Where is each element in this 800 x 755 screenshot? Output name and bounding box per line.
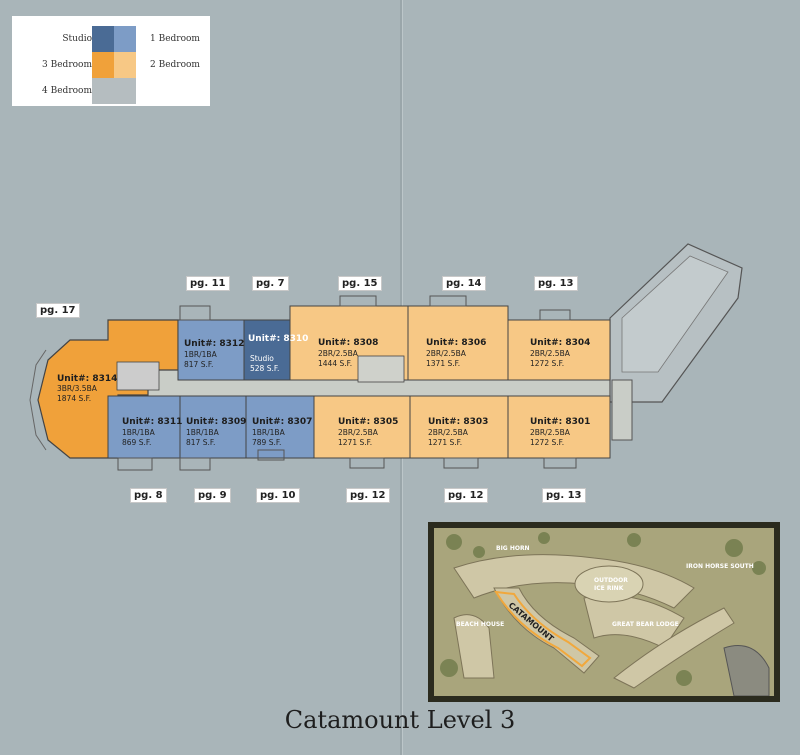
legend-label-4-bedroom: 4 Bedroom (42, 86, 92, 96)
unit-8314-number: Unit#: 8314 (57, 374, 117, 384)
map-label-big-horn: BIG HORN (496, 545, 530, 552)
unit-8312-beds: 1BR/1BA (184, 350, 218, 359)
elevator (357, 355, 405, 383)
unit-8311-number: Unit#: 8311 (122, 417, 182, 427)
legend-swatch-3-bedroom (92, 52, 114, 78)
unit-8304-number: Unit#: 8304 (530, 338, 590, 348)
page-ref-8309[interactable]: pg. 9 (194, 488, 231, 503)
stair-west (116, 361, 160, 391)
legend-label-2-bedroom: 2 Bedroom (150, 60, 200, 70)
stair-east (611, 379, 633, 441)
unit-8301-area: 1272 S.F. (530, 438, 564, 447)
legend-label-3-bedroom: 3 Bedroom (42, 60, 92, 70)
legend-swatch-4-bedroom (92, 78, 136, 104)
unit-8303-area: 1271 S.F. (428, 438, 462, 447)
unit-8309-number: Unit#: 8309 (186, 417, 246, 427)
unit-8311-area: 869 S.F. (122, 438, 151, 447)
unit-8309-beds: 1BR/1BA (186, 428, 220, 437)
unit-8306-beds: 2BR/2.5BA (426, 349, 467, 358)
unit-8306-area: 1371 S.F. (426, 359, 460, 368)
map-label-iron-horse-south: IRON HORSE SOUTH (686, 563, 754, 570)
unit-8314 (37, 319, 179, 459)
unit-8311 (107, 395, 181, 459)
page-ref-8312[interactable]: pg. 11 (186, 276, 230, 291)
unit-8314-area: 1874 S.F. (57, 394, 91, 403)
legend-label-studio: Studio (62, 34, 92, 44)
legend-swatch-2-bedroom (114, 52, 136, 78)
legend-swatch-1-bedroom (114, 26, 136, 52)
page-ref-8301[interactable]: pg. 13 (542, 488, 586, 503)
page-ref-8308[interactable]: pg. 15 (338, 276, 382, 291)
unit-8306-number: Unit#: 8306 (426, 338, 486, 348)
page-ref-8314[interactable]: pg. 17 (36, 303, 80, 318)
unit-8303-beds: 2BR/2.5BA (428, 428, 469, 437)
unit-8305 (313, 395, 411, 459)
map-label-outdoor: OUTDOOR (594, 577, 628, 584)
unit-labels: Unit#: 8314 3BR/3.5BA 1874 S.F. Unit#: 8… (57, 334, 590, 447)
unit-8310-number: Unit#: 8310 (248, 334, 308, 344)
page-title: Catamount Level 3 (284, 706, 516, 734)
unit-8306 (407, 305, 509, 381)
unit-8309 (179, 395, 247, 459)
unit-8308-number: Unit#: 8308 (318, 338, 378, 348)
unit-8307 (245, 395, 315, 459)
site-map-image: BIG HORN OUTDOOR ICE RINK IRON HORSE SOU… (434, 528, 774, 696)
angled-wing-inner (621, 255, 729, 373)
page-ref-8305[interactable]: pg. 12 (346, 488, 390, 503)
page-ref-8310[interactable]: pg. 7 (252, 276, 289, 291)
page-ref-8307[interactable]: pg. 10 (256, 488, 300, 503)
unit-8310 (243, 319, 291, 381)
unit-8310-area: 528 S.F. (250, 364, 279, 373)
legend-swatch-studio (92, 26, 114, 52)
unit-8301 (507, 395, 611, 459)
map-label-beach-house: BEACH HOUSE (456, 621, 504, 628)
balcony-8314 (29, 349, 47, 451)
page-ref-8306[interactable]: pg. 14 (442, 276, 486, 291)
unit-8301-beds: 2BR/2.5BA (530, 428, 571, 437)
unit-8304-area: 1272 S.F. (530, 359, 564, 368)
unit-8312-number: Unit#: 8312 (184, 339, 244, 349)
unit-8307-number: Unit#: 8307 (252, 417, 312, 427)
unit-8303 (409, 395, 509, 459)
unit-8307-beds: 1BR/1BA (252, 428, 286, 437)
unit-8312 (177, 319, 245, 381)
legend-label-1-bedroom: 1 Bedroom (150, 34, 200, 44)
balconies (117, 295, 577, 471)
unit-8309-area: 817 S.F. (186, 438, 215, 447)
map-label-great-bear-lodge: GREAT BEAR LODGE (612, 621, 679, 628)
unit-8303-number: Unit#: 8303 (428, 417, 488, 427)
unit-8301-number: Unit#: 8301 (530, 417, 590, 427)
page-ref-8303[interactable]: pg. 12 (444, 488, 488, 503)
unit-8308-area: 1444 S.F. (318, 359, 352, 368)
unit-8314-beds: 3BR/3.5BA (57, 384, 98, 393)
unit-8308-beds: 2BR/2.5BA (318, 349, 359, 358)
site-map: BIG HORN OUTDOOR ICE RINK IRON HORSE SOU… (428, 522, 780, 702)
unit-8304 (507, 319, 611, 381)
unit-8310-beds: Studio (250, 354, 274, 363)
unit-8305-number: Unit#: 8305 (338, 417, 398, 427)
unit-8304-beds: 2BR/2.5BA (530, 349, 571, 358)
site-map-drawing: BIG HORN OUTDOOR ICE RINK IRON HORSE SOU… (434, 528, 774, 696)
unit-8311-beds: 1BR/1BA (122, 428, 156, 437)
legend: Studio 1 Bedroom 3 Bedroom 2 Bedroom 4 B… (12, 16, 210, 106)
map-label-ice-rink: ICE RINK (594, 585, 624, 592)
unit-8305-beds: 2BR/2.5BA (338, 428, 379, 437)
unit-8305-area: 1271 S.F. (338, 438, 372, 447)
page-ref-8304[interactable]: pg. 13 (534, 276, 578, 291)
page-ref-8311[interactable]: pg. 8 (130, 488, 167, 503)
floor-plan: Unit#: 8314 3BR/3.5BA 1874 S.F. Unit#: 8… (29, 243, 743, 471)
unit-8312-area: 817 S.F. (184, 360, 213, 369)
unit-8307-area: 789 S.F. (252, 438, 281, 447)
